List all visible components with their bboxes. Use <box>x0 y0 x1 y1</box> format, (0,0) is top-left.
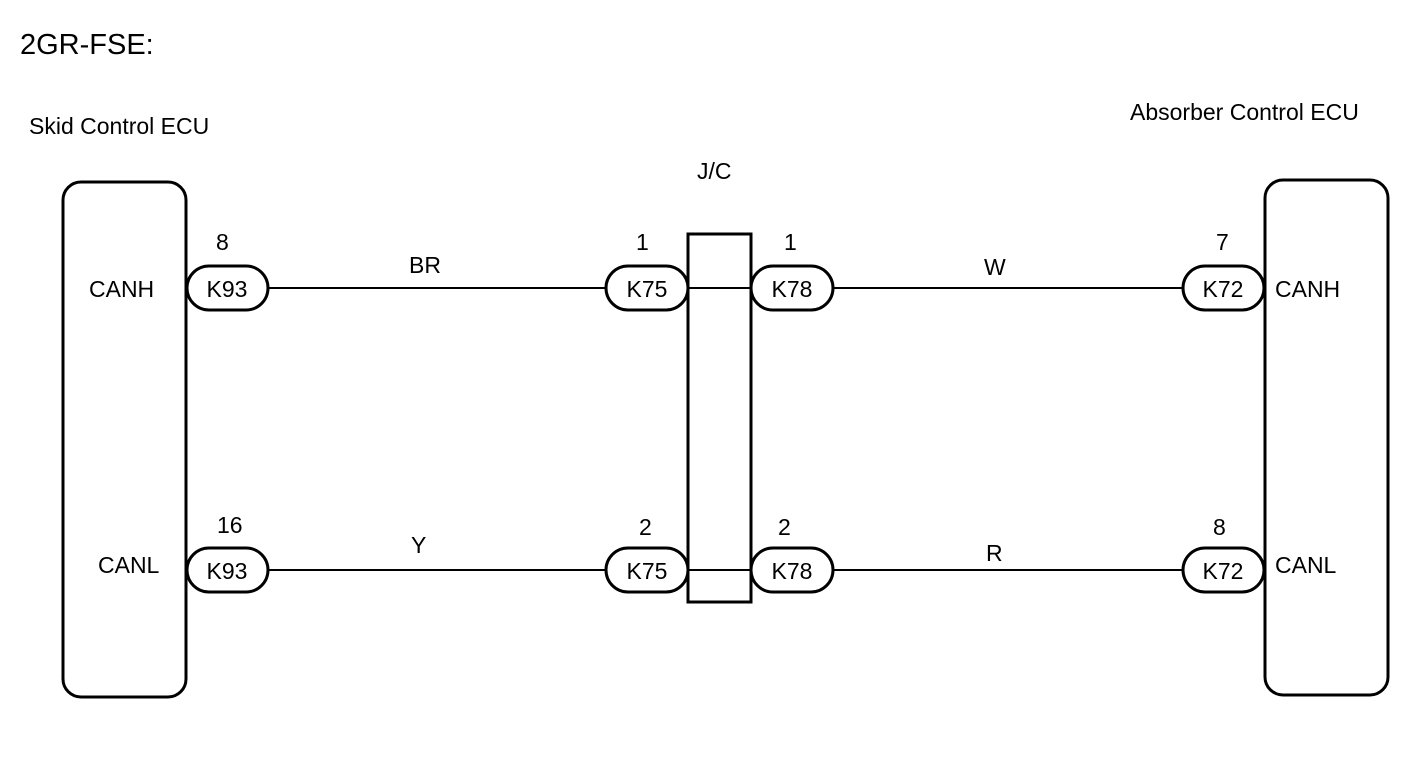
connector-k78-bottom: K78 <box>749 546 835 594</box>
wire-color-label: BR <box>409 252 441 278</box>
pin-number: 8 <box>216 229 229 255</box>
connector-label: K93 <box>207 276 248 302</box>
left-canl-label: CANL <box>98 552 160 578</box>
connector-k72-bottom: K72 <box>1181 546 1266 594</box>
connector-label: K75 <box>627 276 668 302</box>
pin-number: 16 <box>217 512 243 538</box>
wire-color-label: Y <box>411 532 426 558</box>
right-ecu-box <box>1263 178 1390 697</box>
pin-number: 2 <box>639 514 652 540</box>
pin-number: 1 <box>636 229 649 255</box>
wire-color-label: R <box>986 540 1003 566</box>
wire-color-label: W <box>984 254 1006 280</box>
junction-label: J/C <box>697 158 732 184</box>
connector-k75-top: K75 <box>604 264 690 312</box>
left-ecu-box <box>61 180 188 699</box>
pin-number: 7 <box>1216 229 1229 255</box>
left-canh-label: CANH <box>89 276 154 302</box>
connector-k93-top: K93 <box>185 264 270 312</box>
connector-k72-top: K72 <box>1181 264 1266 312</box>
connector-k75-bottom: K75 <box>604 546 690 594</box>
pin-number: 2 <box>778 514 791 540</box>
connector-label: K72 <box>1203 558 1244 584</box>
pin-number: 8 <box>1213 514 1226 540</box>
connector-label: K93 <box>207 558 248 584</box>
right-ecu-name: Absorber Control ECU <box>1130 99 1359 125</box>
right-canl-label: CANL <box>1275 552 1337 578</box>
right-canh-label: CANH <box>1275 276 1340 302</box>
connector-label: K78 <box>772 276 813 302</box>
connector-label: K78 <box>772 558 813 584</box>
engine-label: 2GR-FSE: <box>20 29 154 61</box>
pin-number: 1 <box>784 229 797 255</box>
connector-label: K72 <box>1203 276 1244 302</box>
connector-k93-bottom: K93 <box>185 546 270 594</box>
connector-label: K75 <box>627 558 668 584</box>
connector-k78-top: K78 <box>749 264 835 312</box>
left-ecu-name: Skid Control ECU <box>29 113 209 139</box>
junction-box <box>686 232 753 604</box>
